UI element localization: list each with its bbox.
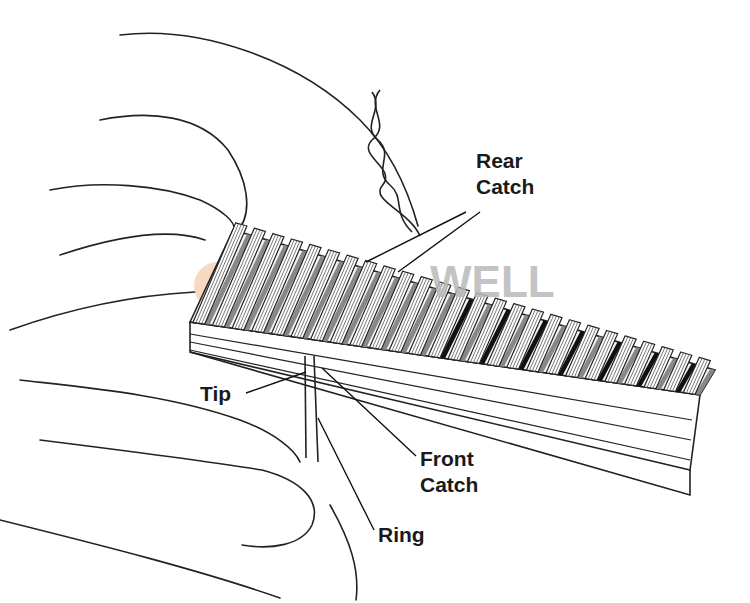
part-label: Front Catch	[420, 446, 508, 498]
part-label: Rear Catch	[476, 148, 564, 200]
wire-label: Tip	[200, 381, 231, 407]
twisted-pair-wire	[368, 90, 420, 236]
leader-line	[322, 368, 416, 456]
terminal-fin	[683, 357, 715, 395]
leader-line	[318, 418, 374, 530]
thumb	[10, 292, 195, 330]
fin-hatch	[670, 354, 687, 391]
leader-line	[366, 212, 466, 262]
fin-hatch	[692, 360, 707, 394]
wire-label: Ring	[378, 522, 425, 548]
fin-hatch	[611, 338, 631, 383]
fin-hatch	[689, 359, 705, 393]
fin-hatch	[686, 358, 702, 393]
lower-hand	[0, 520, 280, 598]
finger	[50, 185, 234, 230]
fin-hatch	[569, 326, 591, 376]
terminal-fins	[193, 223, 715, 395]
leader-line	[246, 372, 306, 393]
fin-hatch	[650, 348, 668, 388]
upper-hand	[120, 33, 418, 226]
fin-hatch	[608, 337, 628, 382]
lower-hand	[330, 505, 357, 600]
fin-hatch	[630, 343, 649, 385]
lower-hand	[40, 440, 314, 547]
watermark: WELL	[430, 258, 555, 306]
hands	[0, 33, 418, 600]
finger	[60, 234, 205, 255]
punch-tool	[305, 356, 318, 462]
fin-hatch	[529, 315, 553, 370]
fin-hatch	[588, 331, 609, 379]
fin-hatch	[549, 321, 572, 374]
finger	[100, 115, 247, 228]
lower-hand	[20, 380, 300, 462]
fin-body	[683, 357, 710, 394]
